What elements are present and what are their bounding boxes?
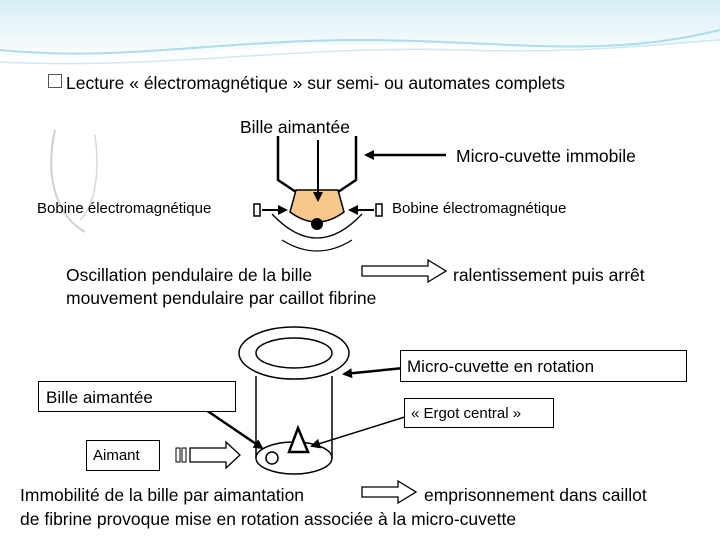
cuvette-immobile-label: Micro-cuvette immobile	[456, 146, 636, 166]
slowdown-text: ralentissement puis arrêt	[453, 265, 645, 285]
cuvette-wall-left	[276, 136, 297, 194]
cuvette-wall-right	[337, 136, 358, 194]
pendulum-arc	[271, 213, 363, 239]
header-swoosh	[0, 0, 720, 63]
magnet-arrow	[175, 440, 241, 470]
checkbox-bullet-icon	[48, 74, 62, 88]
outline-arrow	[361, 479, 418, 505]
coil-right-arrow	[348, 203, 383, 217]
magnetic-ball-2	[265, 451, 279, 465]
outline-arrow	[361, 258, 448, 284]
watermark-curve	[50, 129, 86, 233]
coil-right-label: Bobine électromagnétique	[392, 200, 567, 217]
slide-title: Lecture « électromagnétique » sur semi- …	[66, 73, 566, 93]
oscillation-text: Oscillation pendulaire de la bille	[66, 265, 313, 285]
rotation-text: de fibrine provoque mise en rotation ass…	[20, 509, 517, 529]
pendulum-arc	[281, 239, 353, 252]
ball2-label-box: Bille aimantée	[38, 381, 236, 412]
ergot-label-box: « Ergot central »	[404, 398, 554, 428]
immobility-text: Immobilité de la bille par aimantation	[20, 485, 305, 505]
rotating-cuvette-arrow	[342, 366, 405, 379]
watermark-curve	[79, 134, 98, 221]
magnet-label: Aimant	[93, 447, 140, 464]
trapping-text: emprisonnement dans caillot	[424, 485, 647, 505]
rotating-cuvette-label: Micro-cuvette en rotation	[407, 357, 595, 376]
magnetic-ball	[311, 218, 323, 230]
coil-left-label: Bobine électromagnétique	[37, 200, 212, 217]
magnet-label-box: Aimant	[86, 440, 160, 471]
pendulum-text: mouvement pendulaire par caillot fibrine	[66, 288, 377, 308]
ergot-label: « Ergot central »	[411, 405, 522, 422]
ergot-pointer-arrow	[310, 415, 409, 449]
header-swoosh-line	[0, 29, 720, 55]
cuvette-top-ring-inner	[255, 337, 333, 369]
rotating-cuvette-label-box: Micro-cuvette en rotation	[400, 350, 687, 382]
ball2-pointer-arrow	[205, 408, 264, 450]
header-swoosh-line	[0, 39, 720, 65]
ball2-label: Bille aimantée	[46, 388, 153, 407]
central-ergot	[287, 424, 310, 454]
ball-label: Bille aimantée	[240, 117, 350, 137]
coil-left-arrow	[253, 203, 288, 217]
